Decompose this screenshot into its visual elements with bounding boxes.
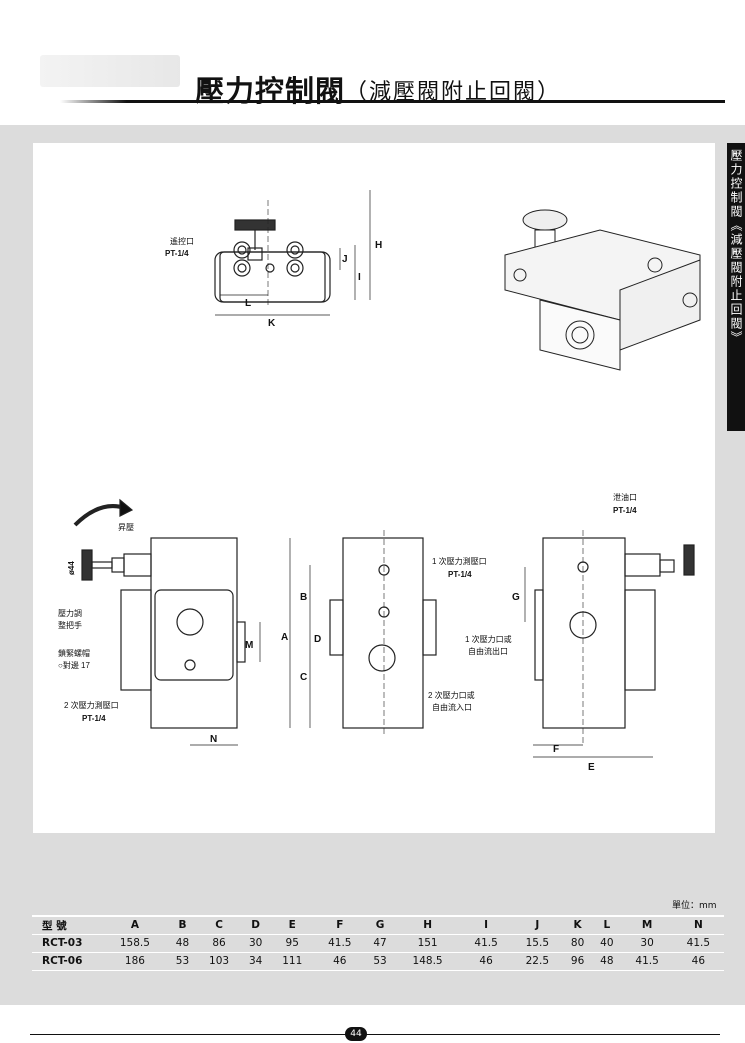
dim-j: J bbox=[342, 254, 348, 265]
table-cell: 53 bbox=[167, 952, 198, 971]
secondary-gauge-port-label: 2 次壓力測壓口 bbox=[64, 700, 119, 710]
handle-label-1: 壓力調 bbox=[58, 608, 82, 618]
footer-rule bbox=[30, 1034, 720, 1035]
table-cell: 46 bbox=[672, 952, 724, 971]
dim-b: B bbox=[300, 592, 307, 603]
center-view-drawing: A B C D 1 次壓力測壓口 PT-1/4 2 次壓力口或 自由流入口 bbox=[281, 530, 487, 735]
column-header: N bbox=[672, 916, 724, 935]
page-title: 壓力控制閥 bbox=[195, 74, 346, 108]
table-cell: 103 bbox=[197, 952, 241, 971]
page-number: 44 bbox=[345, 1027, 367, 1041]
valve-3d-illustration bbox=[504, 209, 701, 371]
right-view-drawing: 泄油口 PT-1/4 1 次壓力口或 自由流出口 G F E bbox=[465, 492, 695, 773]
table-cell: 111 bbox=[270, 952, 315, 971]
dim-a: A bbox=[281, 632, 288, 643]
column-header: M bbox=[621, 916, 673, 935]
table-cell: 34 bbox=[241, 952, 271, 971]
table-cell: 48 bbox=[167, 934, 198, 953]
column-header: K bbox=[562, 916, 593, 935]
table-cell: RCT-06 bbox=[32, 952, 102, 971]
table-cell: 80 bbox=[562, 934, 593, 953]
nut-label-2: ○對邊 17 bbox=[58, 660, 91, 670]
table-cell: 46 bbox=[460, 952, 512, 971]
secondary-gauge-port-size: PT-1/4 bbox=[82, 714, 106, 723]
table-cell: 41.5 bbox=[672, 934, 724, 953]
table-cell: 148.5 bbox=[394, 952, 461, 971]
table-cell: 158.5 bbox=[102, 934, 168, 953]
table-cell: RCT-03 bbox=[32, 934, 102, 953]
nut-label-1: 鎖緊螺帽 bbox=[58, 648, 90, 658]
drawing-panel: H I J L K 遙控口 PT-1/4 昇壓 ø44 壓力調 整把手 鎖緊螺帽 bbox=[33, 143, 715, 833]
column-header: A bbox=[102, 916, 168, 935]
table-cell: 30 bbox=[241, 934, 271, 953]
table-cell: 86 bbox=[197, 934, 241, 953]
dim-l: L bbox=[245, 298, 251, 309]
drain-port-label: 泄油口 bbox=[613, 492, 637, 502]
primary-gauge-port-size: PT-1/4 bbox=[448, 570, 472, 579]
table-cell: 15.5 bbox=[511, 934, 563, 953]
column-header: B bbox=[167, 916, 198, 935]
knob-diameter: ø44 bbox=[67, 561, 76, 575]
dim-k: K bbox=[268, 318, 276, 329]
handle-label-2: 整把手 bbox=[58, 620, 82, 630]
column-header: F bbox=[314, 916, 366, 935]
remote-port-label: 遙控口 bbox=[170, 236, 194, 246]
dim-c: C bbox=[300, 672, 307, 683]
table-cell: 22.5 bbox=[511, 952, 563, 971]
column-header: 型 號 bbox=[32, 916, 102, 935]
top-view-drawing: H I J L K 遙控口 PT-1/4 bbox=[165, 190, 382, 329]
column-header: H bbox=[394, 916, 461, 935]
column-header: I bbox=[460, 916, 512, 935]
table-cell: 48 bbox=[592, 952, 622, 971]
dim-d: D bbox=[314, 634, 321, 645]
table-cell: 41.5 bbox=[314, 934, 366, 953]
unit-label: 單位：mm bbox=[672, 901, 717, 911]
dim-n: N bbox=[210, 734, 217, 745]
table-cell: 53 bbox=[365, 952, 395, 971]
column-header: J bbox=[511, 916, 563, 935]
brand-logo bbox=[40, 55, 180, 87]
dim-g: G bbox=[512, 592, 520, 603]
left-view-drawing: 昇壓 ø44 壓力調 整把手 鎖緊螺帽 ○對邊 17 2 次壓力測壓口 PT-1… bbox=[58, 498, 261, 746]
remote-port-size: PT-1/4 bbox=[165, 249, 189, 258]
secondary-port-label-2: 自由流入口 bbox=[432, 702, 472, 712]
secondary-port-label-1: 2 次壓力口或 bbox=[428, 690, 475, 700]
table-cell: 151 bbox=[394, 934, 461, 953]
table-cell: 186 bbox=[102, 952, 168, 971]
rotate-label: 昇壓 bbox=[118, 523, 134, 532]
page-header: 壓力控制閥 （減壓閥附止回閥） bbox=[0, 0, 745, 125]
column-header: D bbox=[241, 916, 271, 935]
side-section-tab: 壓力控制閥《減壓閥附止回閥》 bbox=[727, 143, 745, 431]
table-cell: 47 bbox=[365, 934, 395, 953]
drain-port-size: PT-1/4 bbox=[613, 506, 637, 515]
dim-i: I bbox=[358, 272, 361, 283]
column-header: C bbox=[197, 916, 241, 935]
header-rule bbox=[60, 100, 725, 103]
dim-h: H bbox=[375, 240, 382, 251]
primary-port-label-2: 自由流出口 bbox=[468, 646, 508, 656]
table-cell: 40 bbox=[592, 934, 622, 953]
table-cell: 46 bbox=[314, 952, 366, 971]
column-header: L bbox=[592, 916, 622, 935]
column-header: E bbox=[270, 916, 315, 935]
table-cell: 30 bbox=[621, 934, 673, 953]
dim-e: E bbox=[588, 762, 595, 773]
table-cell: 96 bbox=[562, 952, 593, 971]
dim-f: F bbox=[553, 744, 559, 755]
primary-port-label-1: 1 次壓力口或 bbox=[465, 634, 512, 644]
table-cell: 41.5 bbox=[460, 934, 512, 953]
primary-gauge-port-label: 1 次壓力測壓口 bbox=[432, 556, 487, 566]
table-cell: 41.5 bbox=[621, 952, 673, 971]
dim-m: M bbox=[245, 640, 253, 651]
table-cell: 95 bbox=[270, 934, 315, 953]
column-header: G bbox=[365, 916, 395, 935]
